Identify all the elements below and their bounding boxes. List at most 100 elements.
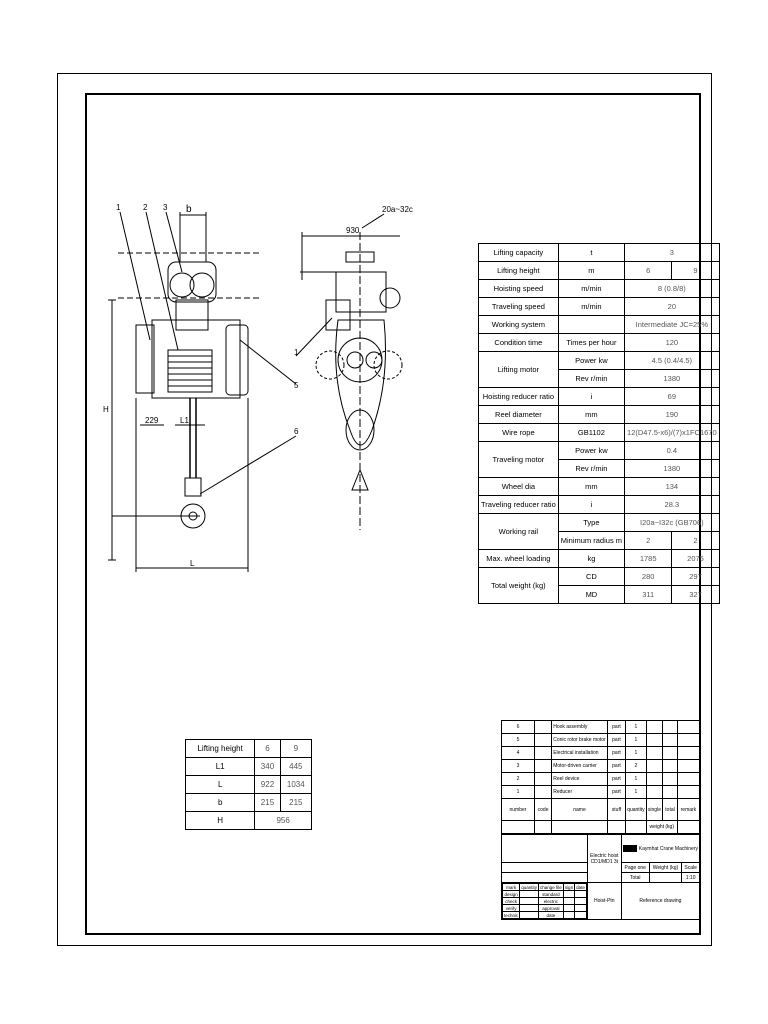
sign-cell: date: [574, 883, 587, 891]
spec-unit: mm: [557, 477, 626, 496]
leader-2: [145, 211, 179, 351]
parts-header-cell: remark: [676, 798, 701, 821]
parts-cell: Conic rotor brake motor: [551, 733, 608, 747]
parts-cell: 1: [625, 720, 647, 734]
spec-label: Lifting height: [478, 261, 559, 280]
parts-cell: part: [606, 720, 627, 734]
spec-unit: Power kw: [557, 441, 626, 460]
parts-cell: [676, 785, 701, 799]
lh-header-label: Lifting height: [184, 739, 256, 758]
spec-label: Lifting motor: [478, 351, 559, 388]
spec-value: 2: [671, 531, 720, 550]
spec-value: 3: [624, 243, 720, 262]
parts-cell: [533, 759, 553, 773]
parts-weight-cell: weight (kg): [645, 820, 678, 834]
spec-unit: Power kw: [557, 351, 626, 370]
spec-value: 69: [624, 387, 720, 406]
spec-value: 1380: [624, 369, 720, 388]
parts-cell: [662, 733, 678, 747]
parts-cell: 3: [501, 759, 535, 773]
lh-header-row: Lifting height 6 9: [184, 739, 313, 758]
spec-label: Traveling motor: [478, 441, 559, 478]
company-logo-icon: [622, 845, 637, 852]
lh-label: H: [184, 811, 256, 830]
spec-label: Max. wheel loading: [478, 549, 559, 568]
parts-header-cell: code: [533, 798, 553, 821]
sign-cell: sign: [562, 883, 576, 891]
scale-value: 1:10: [681, 872, 700, 883]
title-blank-2: [501, 862, 588, 873]
parts-cell: Electrical installation: [551, 746, 608, 760]
parts-cell: Hook assembly: [551, 720, 608, 734]
sign-cell: [574, 904, 587, 912]
lh-value: 956: [254, 811, 312, 830]
parts-cell: [533, 785, 553, 799]
spec-unit: kg: [557, 549, 626, 568]
side-hook: [351, 468, 369, 491]
spec-value: Intermediate JC=25%: [624, 315, 720, 334]
spec-label: Wire rope: [478, 423, 559, 442]
leader-label-1: 1: [116, 203, 121, 212]
sign-cell: technic: [502, 911, 521, 919]
lh-value: 215: [279, 793, 313, 812]
parts-cell: part: [606, 772, 627, 786]
spec-unit: t: [557, 243, 626, 262]
spec-value: 1785: [624, 549, 673, 568]
parts-cell: Reel device: [551, 772, 608, 786]
dim-L1: L1: [180, 416, 189, 425]
parts-cell: [662, 746, 678, 760]
parts-cell: 6: [501, 720, 535, 734]
parts-weight-cell: [625, 820, 647, 834]
spec-unit: i: [557, 387, 626, 406]
parts-header-cell: quantity: [625, 798, 647, 821]
table-row: b 215 215: [184, 793, 313, 812]
sign-cell: verify: [502, 904, 521, 912]
reducer-block: [135, 324, 155, 394]
motor-block: [225, 324, 249, 396]
spec-unit: i: [557, 495, 626, 514]
parts-cell: part: [606, 785, 627, 799]
lh-value: 340: [254, 757, 281, 776]
weight-label: Weight (kg): [648, 862, 683, 873]
trolley-frame: [167, 261, 217, 303]
spec-unit: Times per hour: [557, 333, 626, 352]
spec-label: Total weight (kg): [478, 567, 559, 604]
sign-cell: [574, 890, 587, 898]
parts-weight-cell: [533, 820, 553, 834]
parts-cell: [533, 733, 553, 747]
title-block: Electric hoist CD1/MD1 3t Kaymhat Crane …: [501, 834, 701, 920]
parts-cell: Motor-driven carrier: [551, 759, 608, 773]
sign-cell: quantity: [519, 883, 540, 891]
parts-weight-cell: [676, 820, 701, 834]
spec-unit: m/min: [557, 297, 626, 316]
sign-cell: [562, 904, 576, 912]
spec-label: Hoisting reducer ratio: [478, 387, 559, 406]
spec-value: 12(D47.5-x6)/(7)x1FC1670: [624, 423, 720, 442]
leader-5: [239, 339, 297, 385]
lh-value: 922: [254, 775, 281, 794]
side-trolley: [335, 271, 387, 313]
lh-header-9: 9: [279, 739, 313, 758]
lh-header-6: 6: [254, 739, 281, 758]
hook-block: [184, 477, 202, 497]
parts-cell: [676, 720, 701, 734]
parts-cell: [645, 733, 664, 747]
leader-3: [165, 211, 183, 273]
parts-cell: part: [606, 759, 627, 773]
trolley-hanger: [175, 299, 209, 331]
title-blank: [501, 834, 588, 863]
spec-unit: [557, 315, 626, 334]
parts-cell: [676, 733, 701, 747]
